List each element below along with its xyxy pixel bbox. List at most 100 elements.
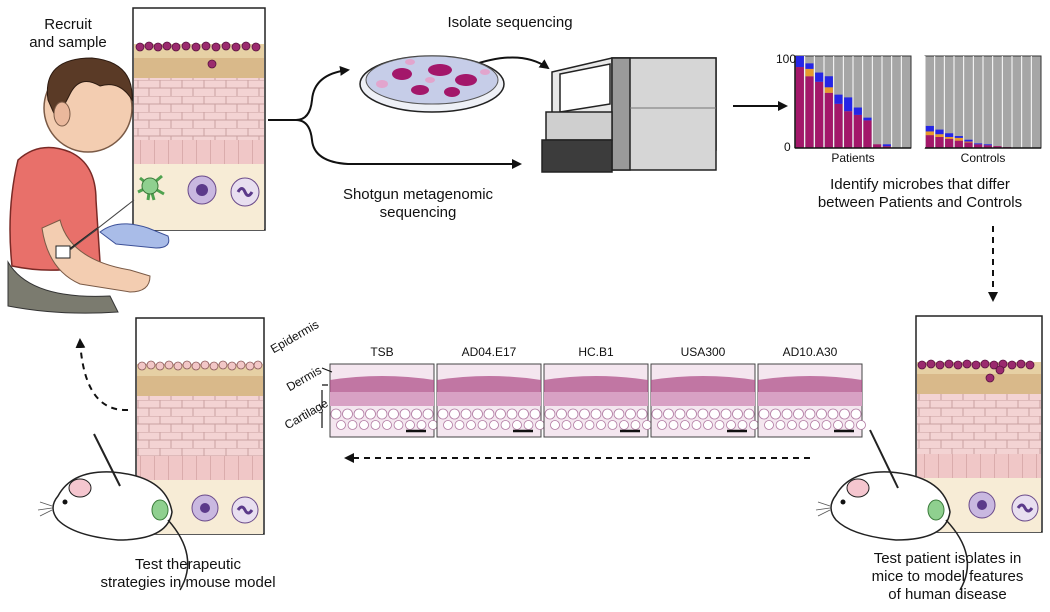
histology-cartilage-cell (732, 408, 743, 420)
histology-cartilage-cell (443, 420, 453, 430)
histology-epidermis-band (651, 376, 755, 392)
histology-epidermis-band (330, 376, 434, 392)
histology-cartilage-cell (428, 420, 438, 430)
controls-bar-1-s0 (925, 135, 934, 148)
test-isolates-label: Test patient isolates in mice to model f… (871, 550, 1024, 603)
controls-bar-4-s0 (954, 140, 963, 148)
patients-bar-6-s2 (844, 97, 853, 112)
histology-cartilage-cell (821, 420, 832, 430)
controls-bar-1-s2 (925, 125, 934, 132)
histology-cartilage-cell (556, 408, 567, 420)
patients-bar-5-s0 (834, 103, 843, 148)
histology-cartilage-cell (793, 408, 804, 420)
histology-cartilage-cell (399, 408, 411, 420)
skin-panel-right (915, 315, 1043, 533)
histology-cartilage-cell (709, 408, 720, 420)
petri-dish-icon (359, 55, 505, 113)
histology-cartilage-cell (697, 408, 709, 420)
histology-cartilage-cell (460, 408, 472, 420)
histology-cartilage-cell (336, 420, 346, 430)
histology-cartilage-cell (714, 420, 725, 430)
histology-cartilage-cell (613, 408, 625, 420)
histology-cartilage-cell (827, 408, 839, 420)
dashed-up-arrow (75, 338, 129, 412)
patients-bar-8-s2 (863, 117, 872, 121)
histology-cartilage-cell (686, 408, 697, 420)
histology-cartilage-cell (449, 408, 460, 420)
histology-cartilage-cell (856, 420, 866, 430)
histology-dermis-band (651, 392, 755, 406)
controls-bar-7-s0 (983, 145, 992, 148)
histology-cartilage-cell (382, 420, 392, 430)
neutrophil-icon (230, 177, 260, 207)
histology-cartilage-cell (495, 408, 506, 420)
controls-bar-5-s0 (964, 142, 973, 148)
histology-cartilage-cell (844, 420, 855, 430)
patients-bar-1-s0 (795, 67, 804, 148)
histology-dermis-band (758, 392, 862, 406)
histology-cartilage-cell (850, 408, 862, 420)
histology-cartilage-cell (775, 420, 786, 430)
patients-bar-5-s2 (834, 94, 843, 104)
histology-epidermis-band (544, 376, 648, 392)
histology-dermis-band (330, 392, 434, 406)
histology-cartilage-cell (651, 408, 663, 420)
histology-sample-label: USA300 (680, 345, 726, 359)
patients-bar-4-s0 (824, 92, 833, 148)
histology-cartilage-cell (416, 420, 427, 430)
histology-cartilage-cell (703, 420, 713, 430)
histology-cartilage-cell (833, 420, 843, 430)
histology-cartilage-cell (691, 420, 702, 430)
patients-chart-title: Patients (831, 151, 875, 165)
controls-bar-1-s1 (925, 131, 934, 136)
histology-cartilage-cell (523, 420, 534, 430)
histology-cartilage-cell (466, 420, 476, 430)
patients-bar-7-s2 (853, 107, 862, 115)
histology-cartilage-cell (472, 408, 483, 420)
mouse-right-illustration (815, 429, 969, 591)
patients-bar-10-s0 (882, 146, 891, 148)
histology-sample-label: TSB (370, 345, 394, 359)
recruit-label: Recruit and sample (29, 16, 107, 51)
histology-cartilage-cell (787, 420, 797, 430)
patients-y-tick-100: 100 (776, 52, 797, 66)
histology-cartilage-cell (544, 408, 556, 420)
histology-sample-label: AD10.A30 (782, 345, 838, 359)
histology-cartilage-cell (743, 408, 755, 420)
shotgun-label: Shotgun metagenomic sequencing (342, 186, 494, 221)
histology-cartilage-cell (770, 408, 781, 420)
histology-cartilage-cell (437, 408, 449, 420)
histology-cartilage-cell (680, 420, 690, 430)
histology-cartilage-cell (636, 408, 648, 420)
histology-cartilage-cell (720, 408, 732, 420)
dendritic-cell-icon (137, 174, 165, 201)
histology-dermis-band (437, 392, 541, 406)
histology-panel-strip (321, 363, 866, 438)
histology-cartilage-cell (489, 420, 499, 430)
sequencer-machine-icon (541, 57, 717, 173)
histology-cartilage-cell (535, 420, 545, 430)
histology-cartilage-cell (737, 420, 748, 430)
histology-cartilage-cell (529, 408, 541, 420)
child-patient-illustration (7, 57, 170, 314)
histology-cartilage-cell (567, 408, 579, 420)
histology-cartilage-cell (347, 420, 358, 430)
controls-bar-4-s1 (954, 137, 963, 141)
histology-cartilage-cell (630, 420, 641, 430)
histology-sample-label: AD04.E17 (461, 345, 517, 359)
isolate-label: Isolate sequencing (447, 14, 573, 31)
histology-cartilage-cell (781, 408, 793, 420)
macrophage-icon (187, 175, 217, 205)
histology-cartilage-cell (764, 420, 774, 430)
histology-cartilage-cell (561, 420, 572, 430)
histology-cartilage-cell (816, 408, 827, 420)
controls-bar-5-s2 (964, 139, 973, 142)
histology-cartilage-cell (674, 408, 686, 420)
histology-cartilage-cell (839, 408, 850, 420)
histology-sample-label: HC.B1 (578, 345, 614, 359)
histology-cartilage-cell (454, 420, 465, 430)
histology-epidermis-band (758, 376, 862, 392)
histology-cartilage-cell (625, 408, 636, 420)
histology-cartilage-cell (411, 408, 422, 420)
histology-dermis-band (544, 392, 648, 406)
